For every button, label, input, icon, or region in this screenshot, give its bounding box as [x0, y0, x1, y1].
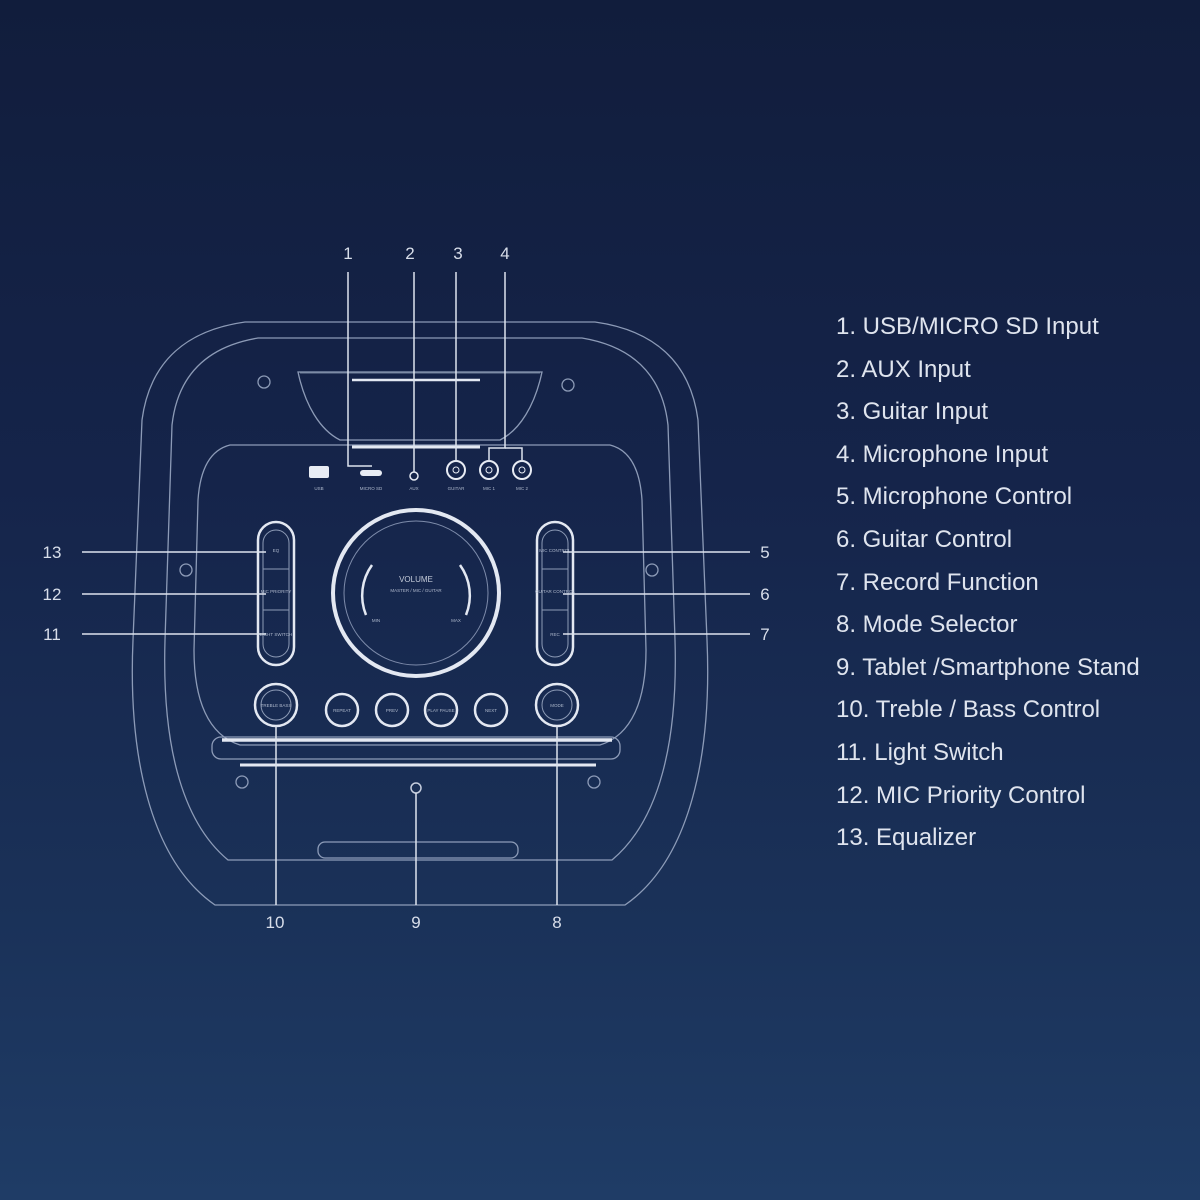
callout-1: 1	[343, 244, 352, 263]
screw-icon	[235, 775, 249, 789]
light-switch-button[interactable]: LIGHT SWITCH	[260, 632, 292, 637]
bottom-handle-slot	[317, 841, 519, 859]
mic1-label: MIC 1	[483, 486, 495, 491]
legend-item-stand: 9. Tablet /Smartphone Stand	[836, 653, 1140, 681]
callout-8: 8	[552, 913, 561, 932]
callout-10: 10	[266, 913, 285, 932]
mic2-jack-icon[interactable]	[512, 460, 532, 480]
stand-pin-icon	[410, 782, 422, 794]
leader-lines	[82, 272, 750, 905]
guitar-label: GUITAR	[448, 486, 465, 491]
callout-12: 12	[43, 585, 62, 604]
callout-13: 13	[43, 543, 62, 562]
stand-bar-outline	[211, 736, 621, 760]
callout-9: 9	[411, 913, 420, 932]
aux-label: AUX	[409, 486, 418, 491]
micro-sd-label: MICRO SD	[360, 486, 383, 491]
play-pause-label: PLAY PAUSE	[427, 708, 454, 713]
mic1-jack-icon[interactable]	[479, 460, 499, 480]
legend-item-light-switch: 11. Light Switch	[836, 738, 1004, 766]
volume-sub-label: MASTER / MIC / GUITAR	[390, 588, 442, 593]
legend-item-microphone-control: 5. Microphone Control	[836, 483, 1073, 511]
guitar-control-button[interactable]: GUITAR CONTROL	[535, 589, 575, 594]
micro-sd-slot-icon[interactable]	[360, 470, 382, 476]
legend-item-mic-priority: 12. MIC Priority Control	[836, 781, 1086, 809]
callout-6: 6	[760, 585, 769, 604]
screw-icon	[645, 563, 659, 577]
screw-icon	[257, 375, 271, 389]
usb-port-icon[interactable]	[309, 466, 329, 478]
callout-5: 5	[760, 543, 769, 562]
legend-item-microphone-input: 4. Microphone Input	[836, 440, 1049, 468]
rec-button[interactable]: REC	[550, 632, 560, 637]
mode-label: MODE	[550, 703, 564, 708]
next-label: NEXT	[485, 708, 497, 713]
volume-label: VOLUME	[399, 575, 433, 584]
legend-item-record: 7. Record Function	[836, 568, 1039, 596]
callout-2: 2	[405, 244, 414, 263]
usb-label: USB	[314, 486, 323, 491]
repeat-label: REPEAT	[333, 708, 351, 713]
legend-item-guitar-input: 3. Guitar Input	[836, 398, 989, 426]
callout-numbers: 1 2 3 4 5 6 7 8 9 10 11 12 13	[43, 244, 770, 932]
screw-icon	[587, 775, 601, 789]
feature-legend: 1. USB/MICRO SD Input 2. AUX Input 3. Gu…	[836, 306, 1140, 860]
volume-knob[interactable]: VOLUME MASTER / MIC / GUITAR MIN MAX	[331, 508, 501, 678]
speaker-body-outline	[131, 321, 709, 906]
legend-item-guitar-control: 6. Guitar Control	[836, 525, 1013, 553]
eq-button[interactable]: EQ	[273, 548, 280, 553]
prev-button[interactable]	[374, 692, 410, 728]
callout-4: 4	[500, 244, 509, 263]
callout-7: 7	[760, 625, 769, 644]
mic-control-button[interactable]: MIC CONTROL	[539, 548, 571, 553]
mic2-label: MIC 2	[516, 486, 528, 491]
screw-icon	[179, 563, 193, 577]
legend-item-treble-bass: 10. Treble / Bass Control	[836, 696, 1101, 724]
handle-outline	[164, 337, 676, 861]
volume-max-label: MAX	[451, 618, 461, 623]
next-button[interactable]	[473, 692, 509, 728]
bottom-button-row: TREBLE BASS REPEAT PREV PLAY PAUSE NEXT …	[253, 682, 580, 728]
treble-bass-label: TREBLE BASS	[261, 703, 292, 708]
guitar-jack-icon[interactable]	[446, 460, 466, 480]
screw-icon	[561, 378, 575, 392]
play-pause-button[interactable]	[423, 692, 459, 728]
legend-item-usb-micro-sd: 1. USB/MICRO SD Input	[836, 313, 1099, 340]
io-ports: USB MICRO SD AUX GUITAR MIC 1 MIC 2	[309, 460, 532, 491]
mic-priority-button[interactable]: MIC PRIORITY	[261, 589, 292, 594]
repeat-button[interactable]	[324, 692, 360, 728]
handle-window	[297, 371, 543, 441]
control-panel-outline	[193, 444, 647, 746]
callout-11: 11	[43, 625, 61, 644]
legend-item-mode-selector: 8. Mode Selector	[836, 611, 1018, 639]
volume-min-label: MIN	[372, 618, 380, 623]
aux-jack-icon[interactable]	[409, 471, 419, 481]
callout-3: 3	[453, 244, 462, 263]
legend-item-aux: 2. AUX Input	[836, 355, 971, 383]
prev-label: PREV	[386, 708, 398, 713]
legend-item-equalizer: 13. Equalizer	[836, 824, 977, 852]
